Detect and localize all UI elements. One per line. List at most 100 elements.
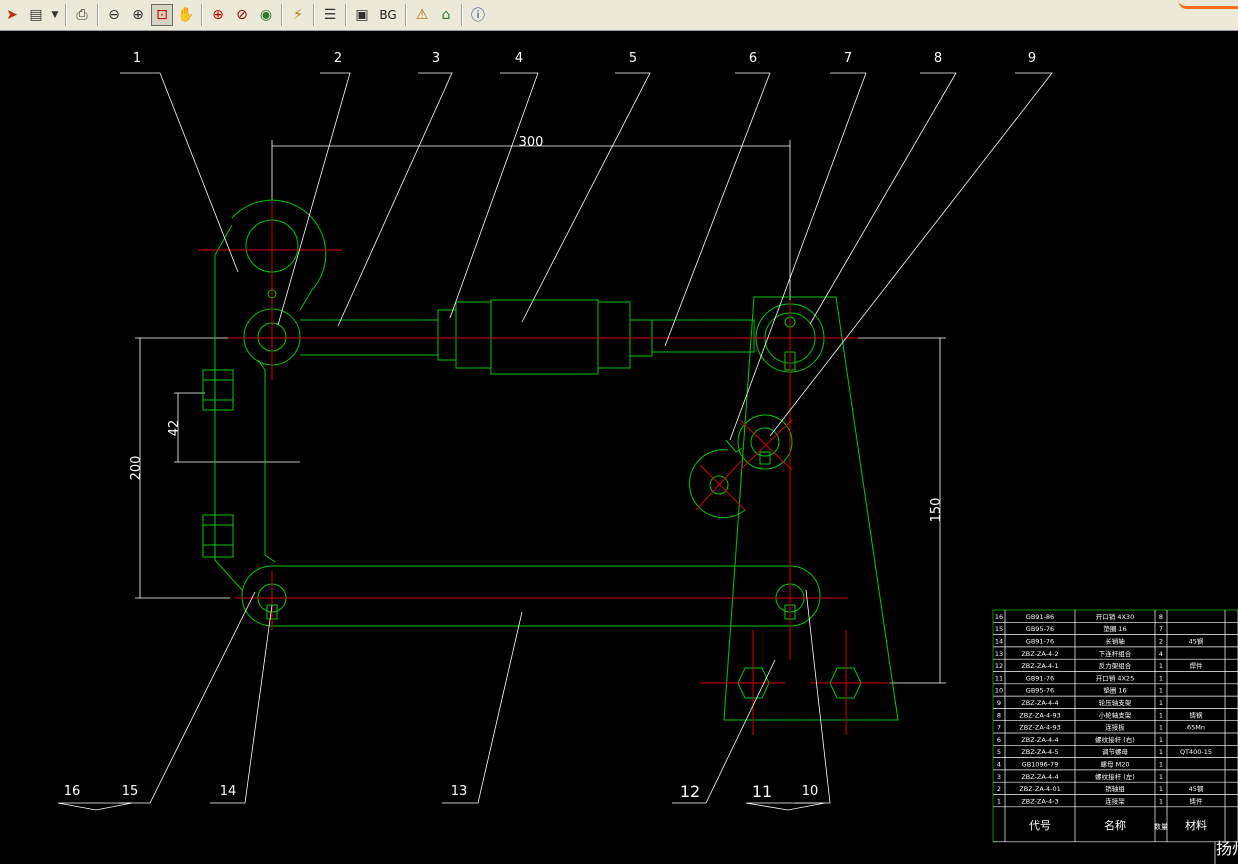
toolbar-separator <box>345 4 347 26</box>
balloon-1: 1 <box>133 51 141 66</box>
table-header-qty: 数量 <box>1154 822 1168 831</box>
table-cell-index: 8 <box>997 711 1001 719</box>
table-cell-qty: 1 <box>1159 711 1163 719</box>
zoom-out-icon[interactable]: ⊖ <box>108 7 120 23</box>
table-cell-qty: 1 <box>1159 662 1163 670</box>
pan-icon[interactable]: ✋ <box>177 7 195 23</box>
table-cell-code: GB91-76 <box>1026 674 1054 682</box>
table-cell-name: 螺母 M20 <box>1101 759 1130 768</box>
center-lines <box>198 200 890 735</box>
table-cell-code: ZBZ-ZA-4-4 <box>1021 773 1058 781</box>
table-cell-qty: 1 <box>1159 687 1163 695</box>
toolbar-separator <box>97 4 99 26</box>
table-cell-code: ZBZ-ZA-4-93 <box>1019 724 1060 732</box>
table-cell-code: ZBZ-ZA-4-1 <box>1021 662 1058 670</box>
toolbar-separator <box>461 4 463 26</box>
balloon-10: 10 <box>802 784 819 799</box>
document-icon[interactable]: ▤ <box>29 7 43 23</box>
table-cell-qty: 1 <box>1159 785 1163 793</box>
table-cell-index: 10 <box>995 687 1003 695</box>
table-cell-code: ZBZ-ZA-4-4 <box>1021 699 1058 707</box>
table-cell-qty: 1 <box>1159 674 1163 682</box>
table-cell-code: GB91-76 <box>1026 637 1054 645</box>
table-cell-code: ZBZ-ZA-4-3 <box>1021 797 1058 805</box>
dropdown-arrow-icon[interactable]: ▼ <box>51 10 59 20</box>
drawing-canvas[interactable]: 300 200 42 150 <box>0 31 1238 864</box>
zoom-previous-icon[interactable]: ⊘ <box>236 7 248 23</box>
table-header-material: 材料 <box>1185 818 1207 832</box>
table-cell-qty: 1 <box>1159 699 1163 707</box>
table-cell-name: 下连杆组合 <box>1099 649 1132 658</box>
table-cell-qty: 7 <box>1159 625 1163 633</box>
balloon-2: 2 <box>334 51 342 66</box>
table-cell-index: 16 <box>995 613 1003 621</box>
table-cell-material: 45钢 <box>1189 785 1204 793</box>
table-cell-qty: 1 <box>1159 736 1163 744</box>
print-icon[interactable]: ⎙ <box>76 7 88 23</box>
zoom-in-icon[interactable]: ⊕ <box>132 7 144 23</box>
home-icon[interactable]: ⌂ <box>441 7 451 23</box>
view-eye-icon[interactable]: ◉ <box>259 7 273 23</box>
table-cell-material: 45钢 <box>1189 637 1204 645</box>
balloon-12: 12 <box>680 782 700 801</box>
table-cell-index: 2 <box>997 785 1001 793</box>
table-cell-name: 开口销 4X25 <box>1096 673 1134 682</box>
table-cell-index: 1 <box>997 797 1001 805</box>
table-cell-name: 垫圈 16 <box>1103 686 1126 695</box>
table-cell-name: 销轴组 <box>1105 784 1125 793</box>
bg-button[interactable]: BG <box>379 8 397 22</box>
table-cell-index: 9 <box>997 699 1001 707</box>
dimension-lines <box>135 140 946 684</box>
table-cell-name: 连接板 <box>1105 723 1125 732</box>
table-cell-code: ZBZ-ZA-4-5 <box>1021 748 1058 756</box>
toolbar-separator <box>405 4 407 26</box>
table-cell-code: GB95-76 <box>1026 625 1054 633</box>
balloon-8: 8 <box>934 51 942 66</box>
leader-lines <box>57 72 1053 811</box>
table-header-name: 名称 <box>1104 818 1126 832</box>
table-cell-qty: 4 <box>1159 650 1163 658</box>
table-cell-name: 小轮轴支架 <box>1099 710 1132 719</box>
zoom-extents-icon[interactable]: ⊕ <box>212 7 224 23</box>
table-cell-code: ZBZ-ZA-4-01 <box>1019 785 1060 793</box>
table-cell-qty: 1 <box>1159 797 1163 805</box>
table-cell-material: 铸件 <box>1190 796 1204 805</box>
balloon-16: 16 <box>64 784 81 799</box>
toolbar: ➤ ▤ ▼ ⎙ ⊖ ⊕ ⊡ ✋ ⊕ ⊘ ◉ ⚡ ☰ ▣ BG ⚠ ⌂ ⓘ <box>0 0 1238 31</box>
table-cell-name: 开口销 4X30 <box>1096 612 1134 621</box>
table-cell-index: 3 <box>997 773 1001 781</box>
dimension-height-right: 150 <box>929 498 944 523</box>
table-cell-name: 垫圈 16 <box>1103 624 1126 633</box>
balloon-4: 4 <box>515 51 523 66</box>
company-name-fragment: 扬州 <box>1216 839 1238 858</box>
dimension-width: 300 <box>519 135 544 150</box>
info-icon[interactable]: ⓘ <box>471 8 485 24</box>
balloon-11: 11 <box>752 782 772 801</box>
measure-icon[interactable]: ⚡ <box>293 7 303 23</box>
find-icon[interactable]: ⚠ <box>415 7 429 23</box>
table-cell-index: 7 <box>997 724 1001 732</box>
table-cell-qty: 1 <box>1159 773 1163 781</box>
toolbar-separator <box>65 4 67 26</box>
zoom-window-icon[interactable]: ⊡ <box>151 4 173 26</box>
orange-corner-mark <box>1178 0 1238 9</box>
table-header-code: 代号 <box>1029 819 1051 832</box>
display-icon[interactable]: ▣ <box>355 7 369 23</box>
table-cell-index: 4 <box>997 760 1001 768</box>
table-cell-code: GB91-86 <box>1026 613 1054 621</box>
toolbar-separator <box>313 4 315 26</box>
table-cell-name: 调节螺母 <box>1102 747 1129 756</box>
table-cell-material: 65Mn <box>1187 724 1205 732</box>
table-cell-code: ZBZ-ZA-4-2 <box>1021 650 1058 658</box>
table-cell-qty: 8 <box>1159 613 1163 621</box>
balloon-7: 7 <box>844 51 852 66</box>
table-cell-name: 反力架组合 <box>1099 661 1132 670</box>
table-cell-qty: 1 <box>1159 748 1163 756</box>
table-cell-name: 长销轴 <box>1105 636 1125 645</box>
table-cell-qty: 2 <box>1159 637 1163 645</box>
table-cell-index: 11 <box>995 674 1003 682</box>
back-icon[interactable]: ➤ <box>6 7 18 23</box>
table-cell-index: 12 <box>995 662 1003 670</box>
layers-icon[interactable]: ☰ <box>323 7 337 23</box>
